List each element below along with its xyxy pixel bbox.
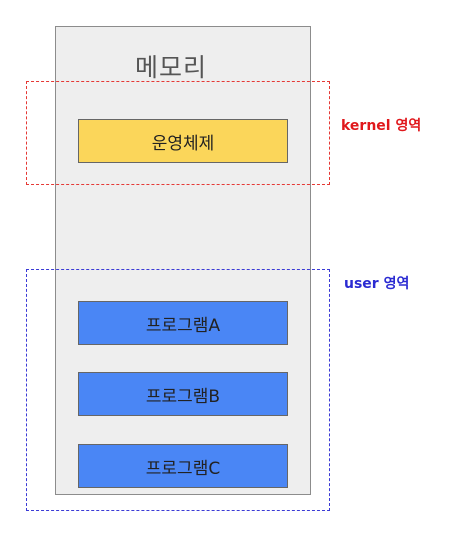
kernel-region-label: kernel 영역 (341, 118, 422, 134)
kernel-region-outline (26, 81, 330, 185)
memory-title: 메모리 (134, 53, 207, 82)
memory-box (55, 26, 311, 495)
program-a-block: 프로그램A (78, 301, 288, 345)
program-b-block: 프로그램B (78, 372, 288, 416)
program-c-block: 프로그램C (78, 444, 288, 488)
user-region-label: user 영역 (344, 276, 410, 292)
os-block: 운영체제 (78, 119, 288, 163)
user-region-outline (26, 269, 330, 511)
